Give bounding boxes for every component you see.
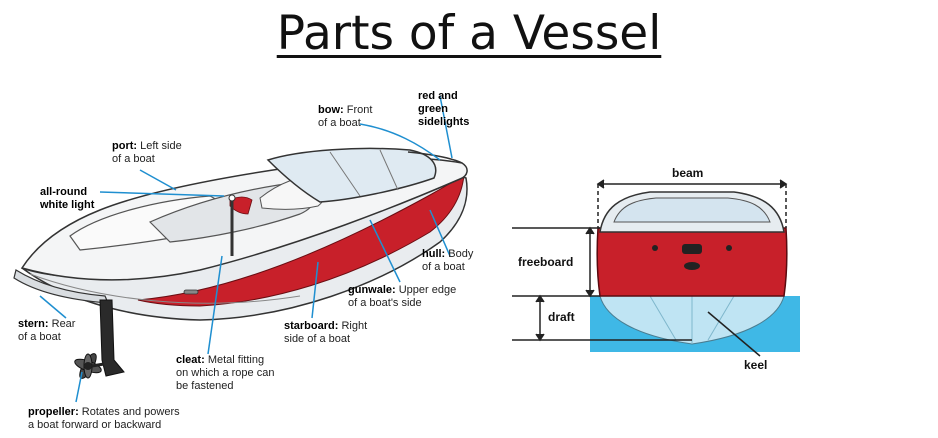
label-cleat: cleat: Metal fitting on which a rope can… xyxy=(176,354,275,392)
page-title: Parts of a Vessel xyxy=(276,6,662,61)
label-freeboard: freeboard xyxy=(518,255,574,269)
windshield xyxy=(266,147,437,203)
bow-eye xyxy=(684,262,700,270)
all-round-light xyxy=(228,194,236,202)
front-windshield xyxy=(613,197,771,223)
label-gunwale: gunwale: Upper edge of a boat's side xyxy=(348,284,457,309)
red-hull-stripe xyxy=(137,174,465,307)
bow-rail xyxy=(407,151,463,164)
all-round-leader xyxy=(99,191,225,197)
gunwale-leader xyxy=(369,219,401,283)
stern-drive xyxy=(99,299,125,377)
port-leader xyxy=(139,169,177,191)
keel-leader xyxy=(707,311,761,357)
side-leader-lines xyxy=(39,95,453,403)
sidelights-leader xyxy=(439,95,453,159)
starboard-leader xyxy=(311,261,319,319)
label-port: port: Left side of a boat xyxy=(112,140,182,165)
propeller-graphic xyxy=(74,353,105,379)
front-view-boat xyxy=(590,191,800,357)
label-stern: stern: Rear of a boat xyxy=(18,318,76,343)
hull-leader xyxy=(429,209,451,257)
windshield-frame xyxy=(329,149,399,197)
label-beam: beam xyxy=(672,166,704,180)
label-hull: hull: Body of a boat xyxy=(422,248,474,273)
bow-fitting xyxy=(682,244,702,254)
cleat-leader xyxy=(207,255,223,355)
label-draft: draft xyxy=(548,310,575,324)
dimension-lines xyxy=(512,179,788,342)
label-all-round-light: all-round white light xyxy=(40,186,95,211)
hull-line xyxy=(29,273,301,304)
bow-leader xyxy=(359,123,441,161)
label-starboard: starboard: Right side of a boat xyxy=(284,320,368,345)
label-keel: keel xyxy=(744,358,768,372)
label-sidelights: red and green sidelights xyxy=(418,90,470,128)
propeller-leader xyxy=(75,371,83,403)
label-bow: bow: Front of a boat xyxy=(318,104,373,129)
label-propeller: propeller: Rotates and powers a boat for… xyxy=(28,406,180,431)
cleat-graphic xyxy=(183,289,199,295)
hull-strakes xyxy=(649,295,735,344)
side-view-boat xyxy=(13,147,468,379)
stern-leader xyxy=(39,295,67,319)
